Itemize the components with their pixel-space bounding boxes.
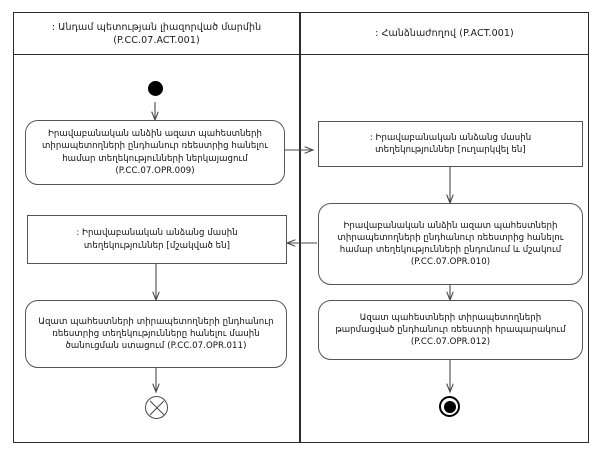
swimlane-left-header: : Անդամ պետության լիազորված մարմին (P.CC… — [14, 13, 299, 55]
action-node-opr011-label: Ազատ պահեստների տիրապետողների ընդհանուր … — [38, 316, 274, 352]
flow-final-node[interactable] — [145, 396, 168, 419]
swimlane-left: : Անդամ պետության լիազորված մարմին (P.CC… — [13, 12, 300, 443]
action-node-opr012-label: Ազատ պահեստների տիրապետողների թարմացված … — [335, 312, 566, 348]
swimlane-right-header-line1: : Հանձնաժողով (P.ACT.001) — [375, 28, 514, 39]
activity-final-node[interactable] — [439, 396, 460, 417]
action-node-opr010-label: Իրավաբանական անձին ազատ պահեստների տիրապ… — [337, 220, 564, 268]
object-node-right[interactable]: : Իրավաբանական անձանց մասին տեղեկություն… — [318, 121, 583, 167]
action-node-opr009[interactable]: Իրավաբանական անձին ազատ պահեստների տիրապ… — [25, 120, 285, 185]
action-node-opr012[interactable]: Ազատ պահեստների տիրապետողների թարմացված … — [318, 300, 583, 360]
object-node-right-label: : Իրավաբանական անձանց մասին տեղեկություն… — [369, 132, 532, 155]
swimlane-right: : Հանձնաժողով (P.ACT.001) — [300, 12, 589, 443]
swimlane-right-header: : Հանձնաժողով (P.ACT.001) — [301, 13, 588, 55]
action-node-opr010[interactable]: Իրավաբանական անձին ազատ պահեստների տիրապ… — [318, 203, 583, 285]
action-node-opr011[interactable]: Ազատ պահեստների տիրապետողների ընդհանուր … — [25, 300, 287, 368]
swimlane-left-header-line2: (P.CC.07.ACT.001) — [113, 34, 200, 46]
initial-node[interactable] — [148, 81, 163, 96]
swimlane-left-header-line1: : Անդամ պետության լիազորված մարմին — [51, 21, 262, 33]
action-node-opr009-label: Իրավաբանական անձին ազատ պահեստների տիրապ… — [41, 129, 269, 176]
object-node-left[interactable]: : Իրավաբանական անձանց մասին տեղեկություն… — [27, 215, 287, 264]
object-node-left-label: : Իրավաբանական անձանց մասին տեղեկություն… — [76, 228, 238, 251]
